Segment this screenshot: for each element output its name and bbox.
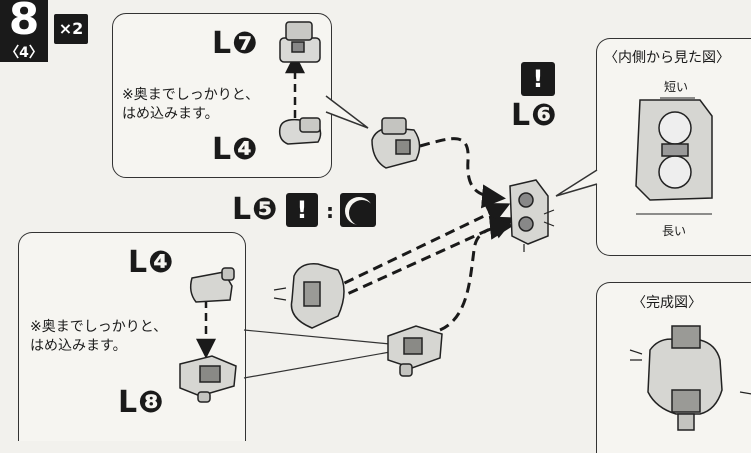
label-l4-bottom: L❹ (128, 245, 175, 280)
part-assembled-lower (388, 326, 442, 376)
color-indicator (340, 193, 376, 227)
assembly-dashed-lines (330, 139, 510, 330)
part-assembled-upper (372, 118, 420, 168)
label-l6: L❻ (511, 98, 558, 133)
part-l8 (180, 356, 236, 402)
warning-icon-l5: ! (286, 193, 318, 227)
finished-view-title: 〈完成図〉 (632, 292, 702, 312)
warning-colon: : (326, 199, 334, 223)
label-l4-top: L❹ (212, 132, 259, 167)
insert-arrow-bottom (198, 300, 214, 356)
insert-arrow-top (287, 56, 303, 118)
label-l7: L❼ (212, 26, 259, 61)
inner-view-short: 短い (664, 78, 688, 95)
part-l7 (280, 22, 320, 62)
callout-pointer-top (326, 96, 368, 128)
inner-view-long: 長い (662, 222, 686, 239)
warning-icon-l6: ! (521, 62, 555, 96)
part-l4-bottom (191, 268, 234, 302)
inner-view-title: 〈内側から見た図〉 (604, 47, 730, 67)
note-bottom: ※奥までしっかりと、 はめ込みます。 (30, 318, 167, 356)
finished-view-drawing (630, 326, 751, 430)
part-l4-top (280, 118, 321, 144)
label-l5: L❺ (232, 192, 279, 227)
callout-pointer-bottom (244, 330, 390, 378)
label-l8: L❽ (118, 385, 165, 420)
part-l5 (274, 264, 344, 328)
callout-pointer-inner (556, 170, 597, 196)
inner-view-drawing (636, 98, 712, 214)
note-top: ※奥までしっかりと、 はめ込みます。 (122, 86, 259, 124)
part-l6 (510, 180, 554, 252)
